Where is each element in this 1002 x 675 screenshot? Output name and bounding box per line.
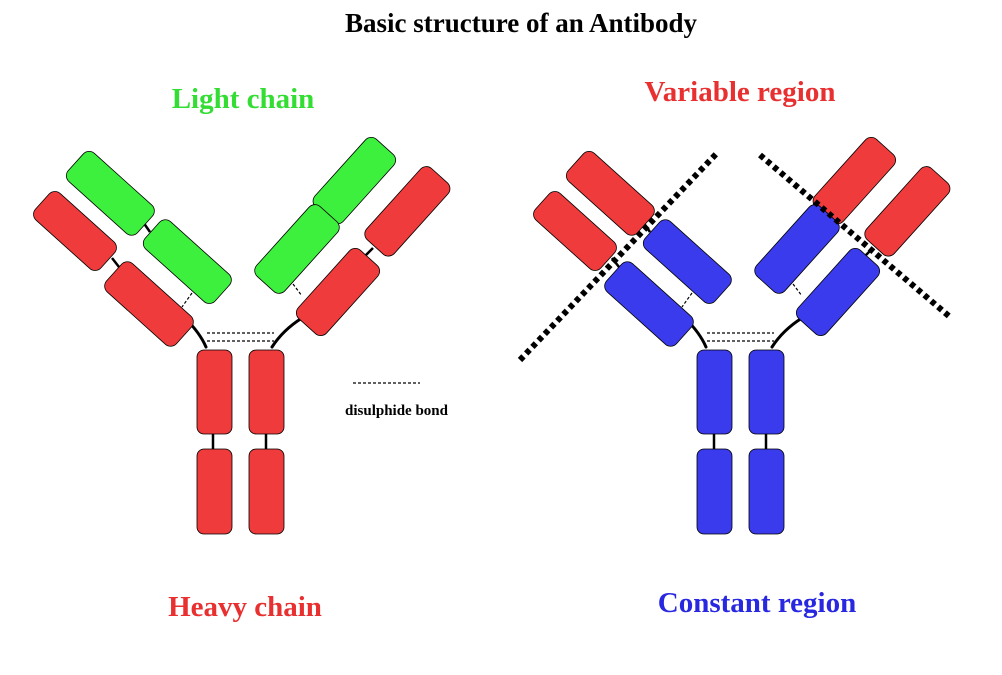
light-constant-domain — [254, 204, 340, 294]
light-chain-label: Light chain — [172, 83, 315, 115]
heavy-constant-domain — [248, 349, 285, 435]
heavy-ch1-domain — [104, 261, 194, 347]
constant-domain — [795, 248, 881, 336]
heavy-chain-label: Heavy chain — [168, 591, 322, 623]
constant-domain — [696, 448, 733, 535]
constant-domain — [604, 261, 694, 347]
heavy-constant-domain — [196, 349, 233, 435]
antibody-left — [33, 137, 451, 535]
constant-domain — [748, 349, 785, 435]
heavy-ch1-domain — [295, 248, 381, 336]
heavy-constant-domain — [248, 448, 285, 535]
constant-domain — [696, 349, 733, 435]
light-constant-domain — [142, 219, 232, 304]
variable-region-label: Variable region — [645, 76, 836, 108]
constant-domain — [748, 448, 785, 535]
antibody-right — [517, 137, 952, 535]
heavy-variable-domain — [364, 166, 451, 257]
heavy-constant-domain — [196, 448, 233, 535]
legend-label: disulphide bond — [345, 403, 449, 419]
variable-region-boundary-right — [758, 152, 952, 320]
light-variable-domain — [66, 150, 155, 236]
variable-domain — [533, 191, 617, 271]
constant-region-label: Constant region — [658, 587, 856, 619]
heavy-variable-domain — [33, 191, 117, 271]
variable-domain — [864, 166, 951, 257]
constant-domain — [642, 219, 732, 304]
variable-region-boundary-left — [517, 149, 721, 363]
diagram-title: Basic structure of an Antibody — [345, 8, 698, 38]
